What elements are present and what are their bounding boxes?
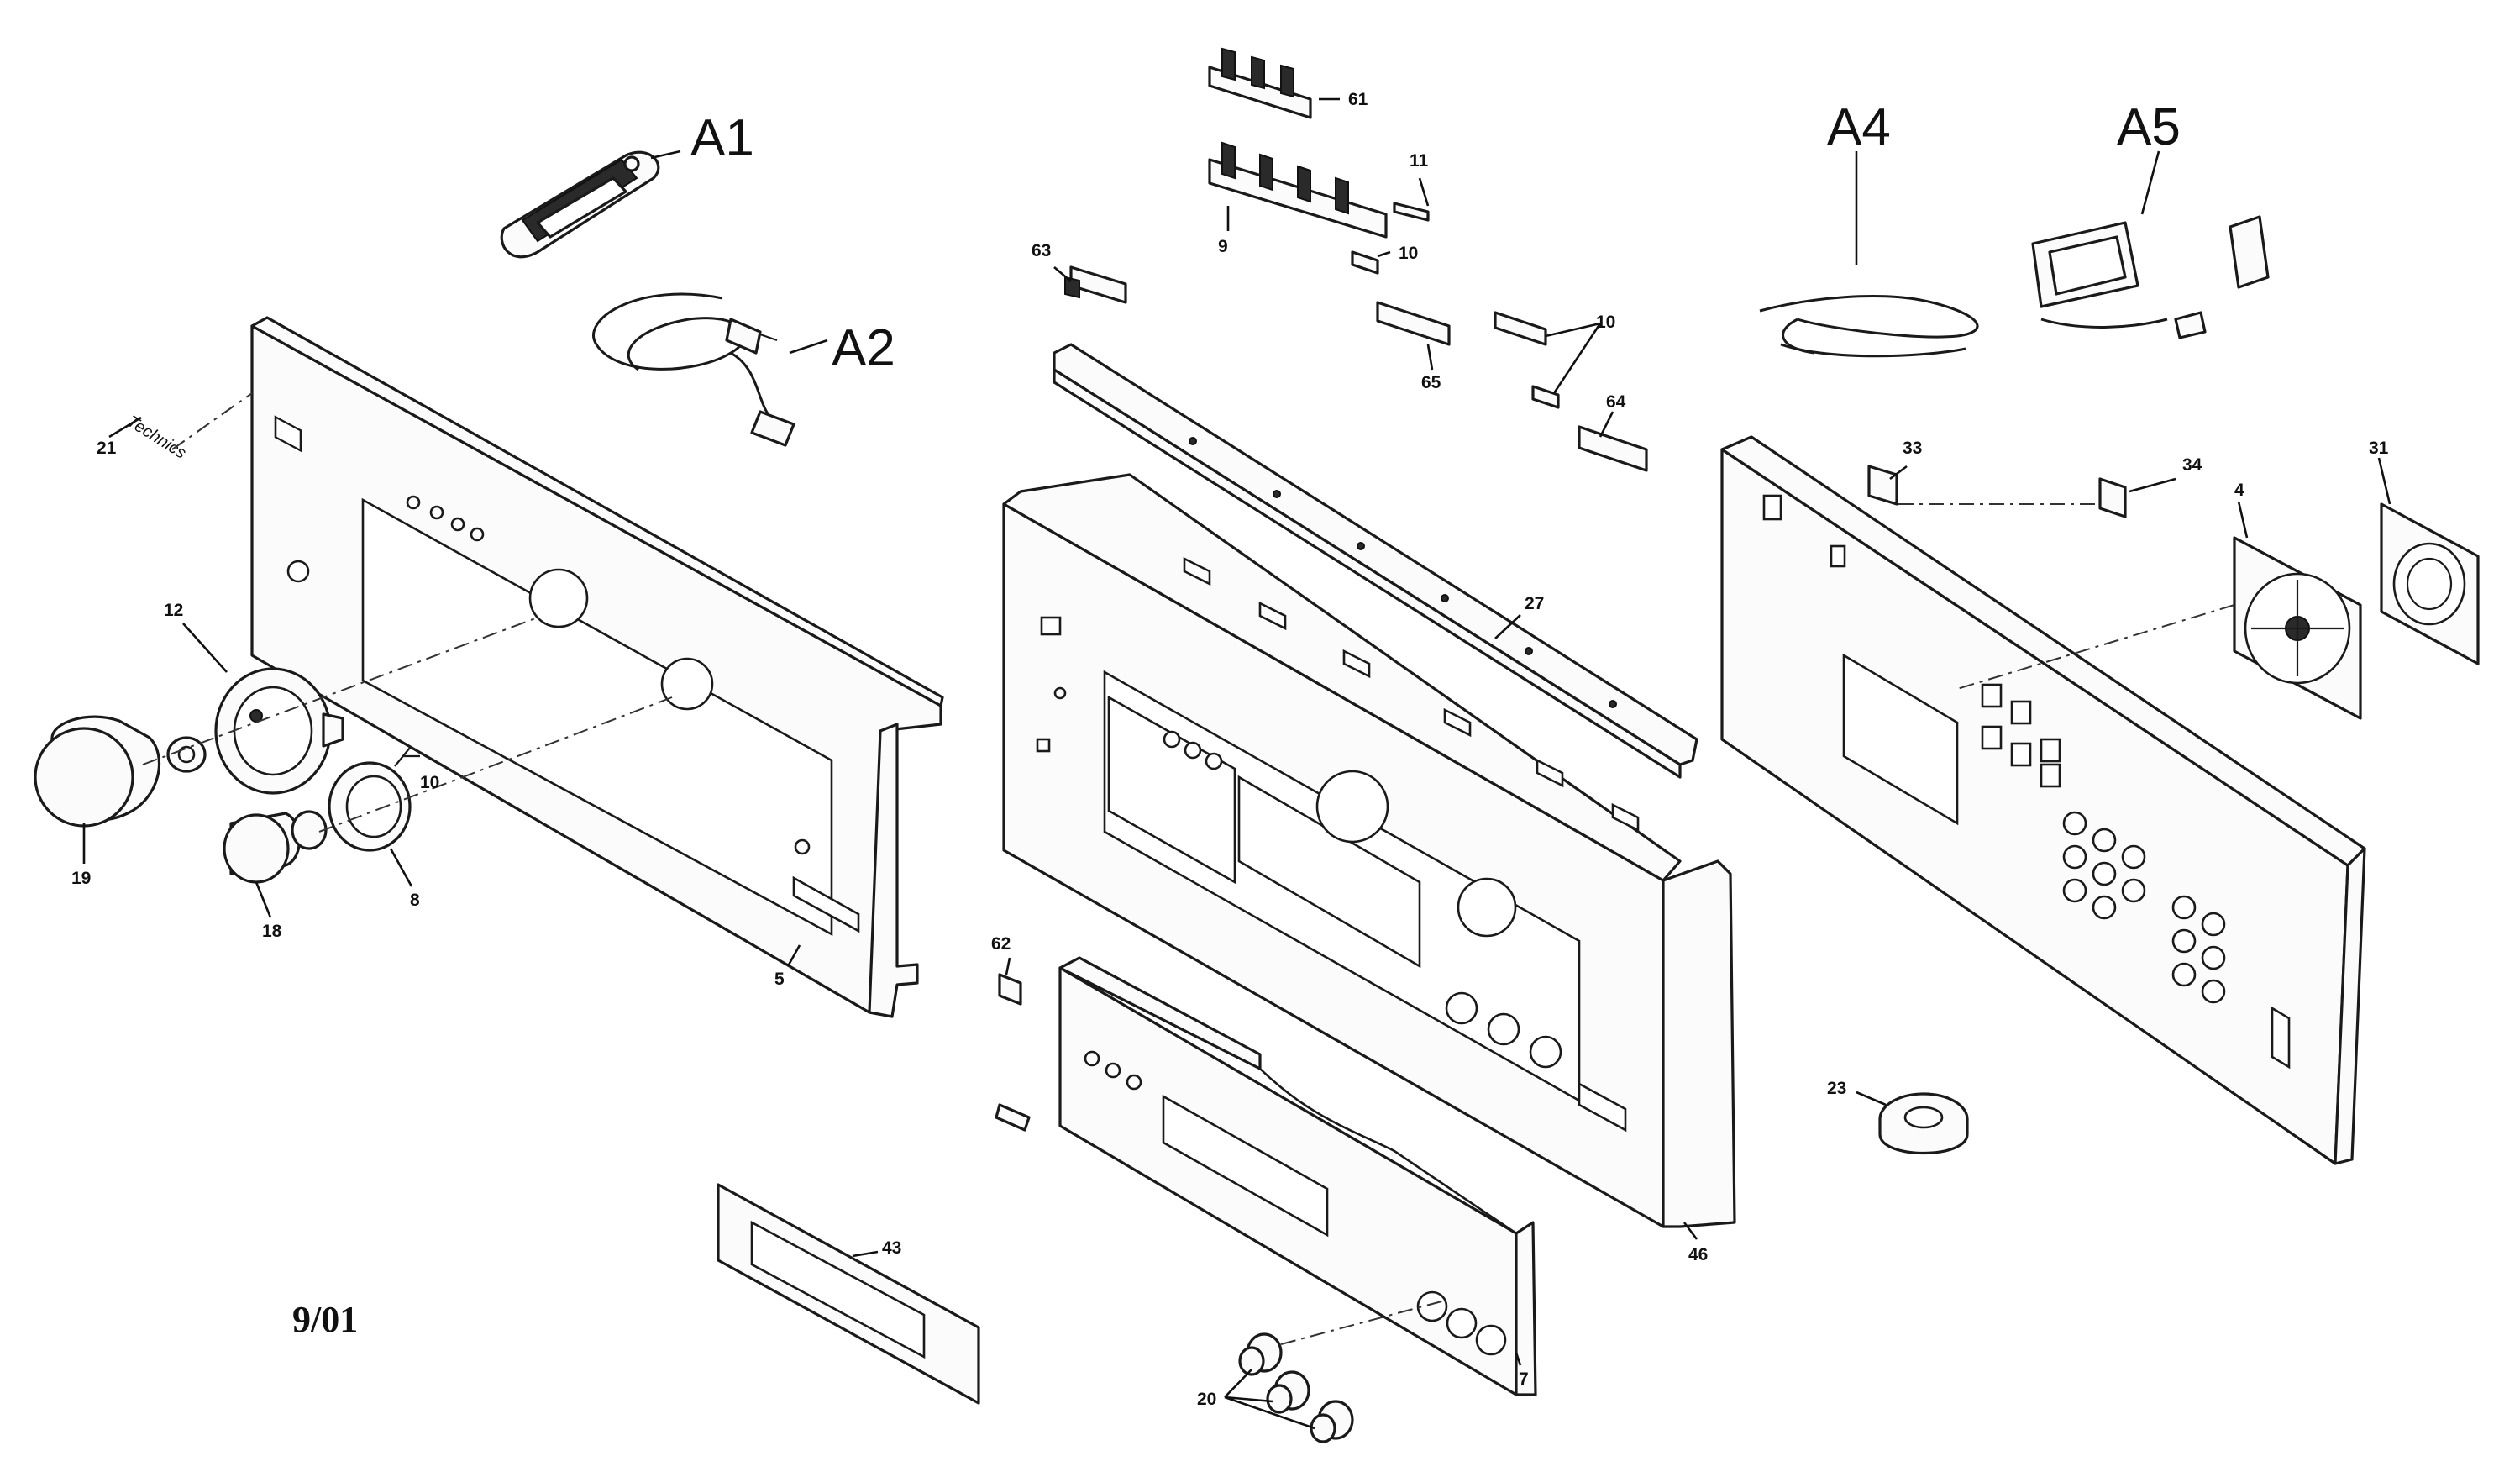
display-window-part-43 xyxy=(717,1183,980,1405)
label-64: 64 xyxy=(1606,392,1626,412)
label-20: 20 xyxy=(1197,1390,1216,1409)
part-number-labels: 61 11 9 10 63 10 65 64 21 12 19 18 8 10 … xyxy=(71,90,2389,1409)
power-cord-A2 xyxy=(592,292,795,447)
label-21: 21 xyxy=(97,439,117,458)
label-A1: A1 xyxy=(690,109,754,167)
label-4: 4 xyxy=(2234,481,2244,500)
assembly-labels: A1 A2 A4 A5 xyxy=(690,98,2181,377)
label-8: 8 xyxy=(410,891,420,910)
cable-A4 xyxy=(1759,295,1979,358)
push-knobs-part-20 xyxy=(1238,1300,1446,1443)
foot-part-23 xyxy=(1878,1092,1969,1154)
label-31: 31 xyxy=(2369,439,2389,458)
bracket-part-33 xyxy=(1867,465,1898,506)
label-46: 46 xyxy=(1688,1245,1708,1264)
label-27: 27 xyxy=(1525,594,1544,613)
label-33: 33 xyxy=(1903,439,1922,458)
small-nut-part xyxy=(166,736,207,773)
label-11: 11 xyxy=(1410,151,1429,171)
label-63: 63 xyxy=(1032,241,1051,260)
label-65: 65 xyxy=(1421,373,1441,392)
label-A5: A5 xyxy=(2117,98,2181,156)
label-62: 62 xyxy=(991,934,1011,954)
sub-panel-part-7 xyxy=(1058,956,1537,1396)
label-9: 9 xyxy=(1218,237,1228,256)
remote-control-A1 xyxy=(500,150,660,259)
fan-guard-part-31 xyxy=(2380,502,2480,665)
label-19: 19 xyxy=(71,869,91,888)
label-A2: A2 xyxy=(832,319,895,377)
label-7: 7 xyxy=(1519,1369,1529,1389)
label-10b: 10 xyxy=(1596,313,1615,332)
bracket-part-34 xyxy=(2098,477,2127,518)
label-10a: 10 xyxy=(1399,244,1418,263)
cooling-fan-part-4 xyxy=(2233,536,2362,720)
label-12: 12 xyxy=(164,601,183,620)
label-18: 18 xyxy=(262,922,282,941)
brand-badge-part-21: Technics xyxy=(123,392,253,463)
small-knob-part-18 xyxy=(223,810,328,884)
adapter-A5 xyxy=(2031,215,2270,339)
brand-badge-text: Technics xyxy=(123,413,189,463)
label-A4: A4 xyxy=(1827,98,1891,156)
label-61: 61 xyxy=(1348,90,1368,109)
label-23: 23 xyxy=(1827,1079,1846,1098)
switch-group-parts xyxy=(1064,47,1648,472)
label-10c: 10 xyxy=(420,773,439,792)
label-43: 43 xyxy=(882,1238,901,1258)
label-5: 5 xyxy=(774,970,785,989)
support-bar-part-27 xyxy=(1053,343,1698,779)
small-button-part-62 xyxy=(995,973,1031,1132)
chassis-frame-part-46 xyxy=(1002,473,1736,1228)
large-knob-part-19 xyxy=(34,715,161,828)
knob-ring-part-8 xyxy=(328,747,420,852)
leader-lines xyxy=(82,97,2391,1430)
label-34: 34 xyxy=(2182,455,2202,475)
date-stamp: 9/01 xyxy=(292,1299,358,1340)
rear-panel xyxy=(1720,435,2366,1165)
front-panel-part-5 xyxy=(250,316,944,1018)
